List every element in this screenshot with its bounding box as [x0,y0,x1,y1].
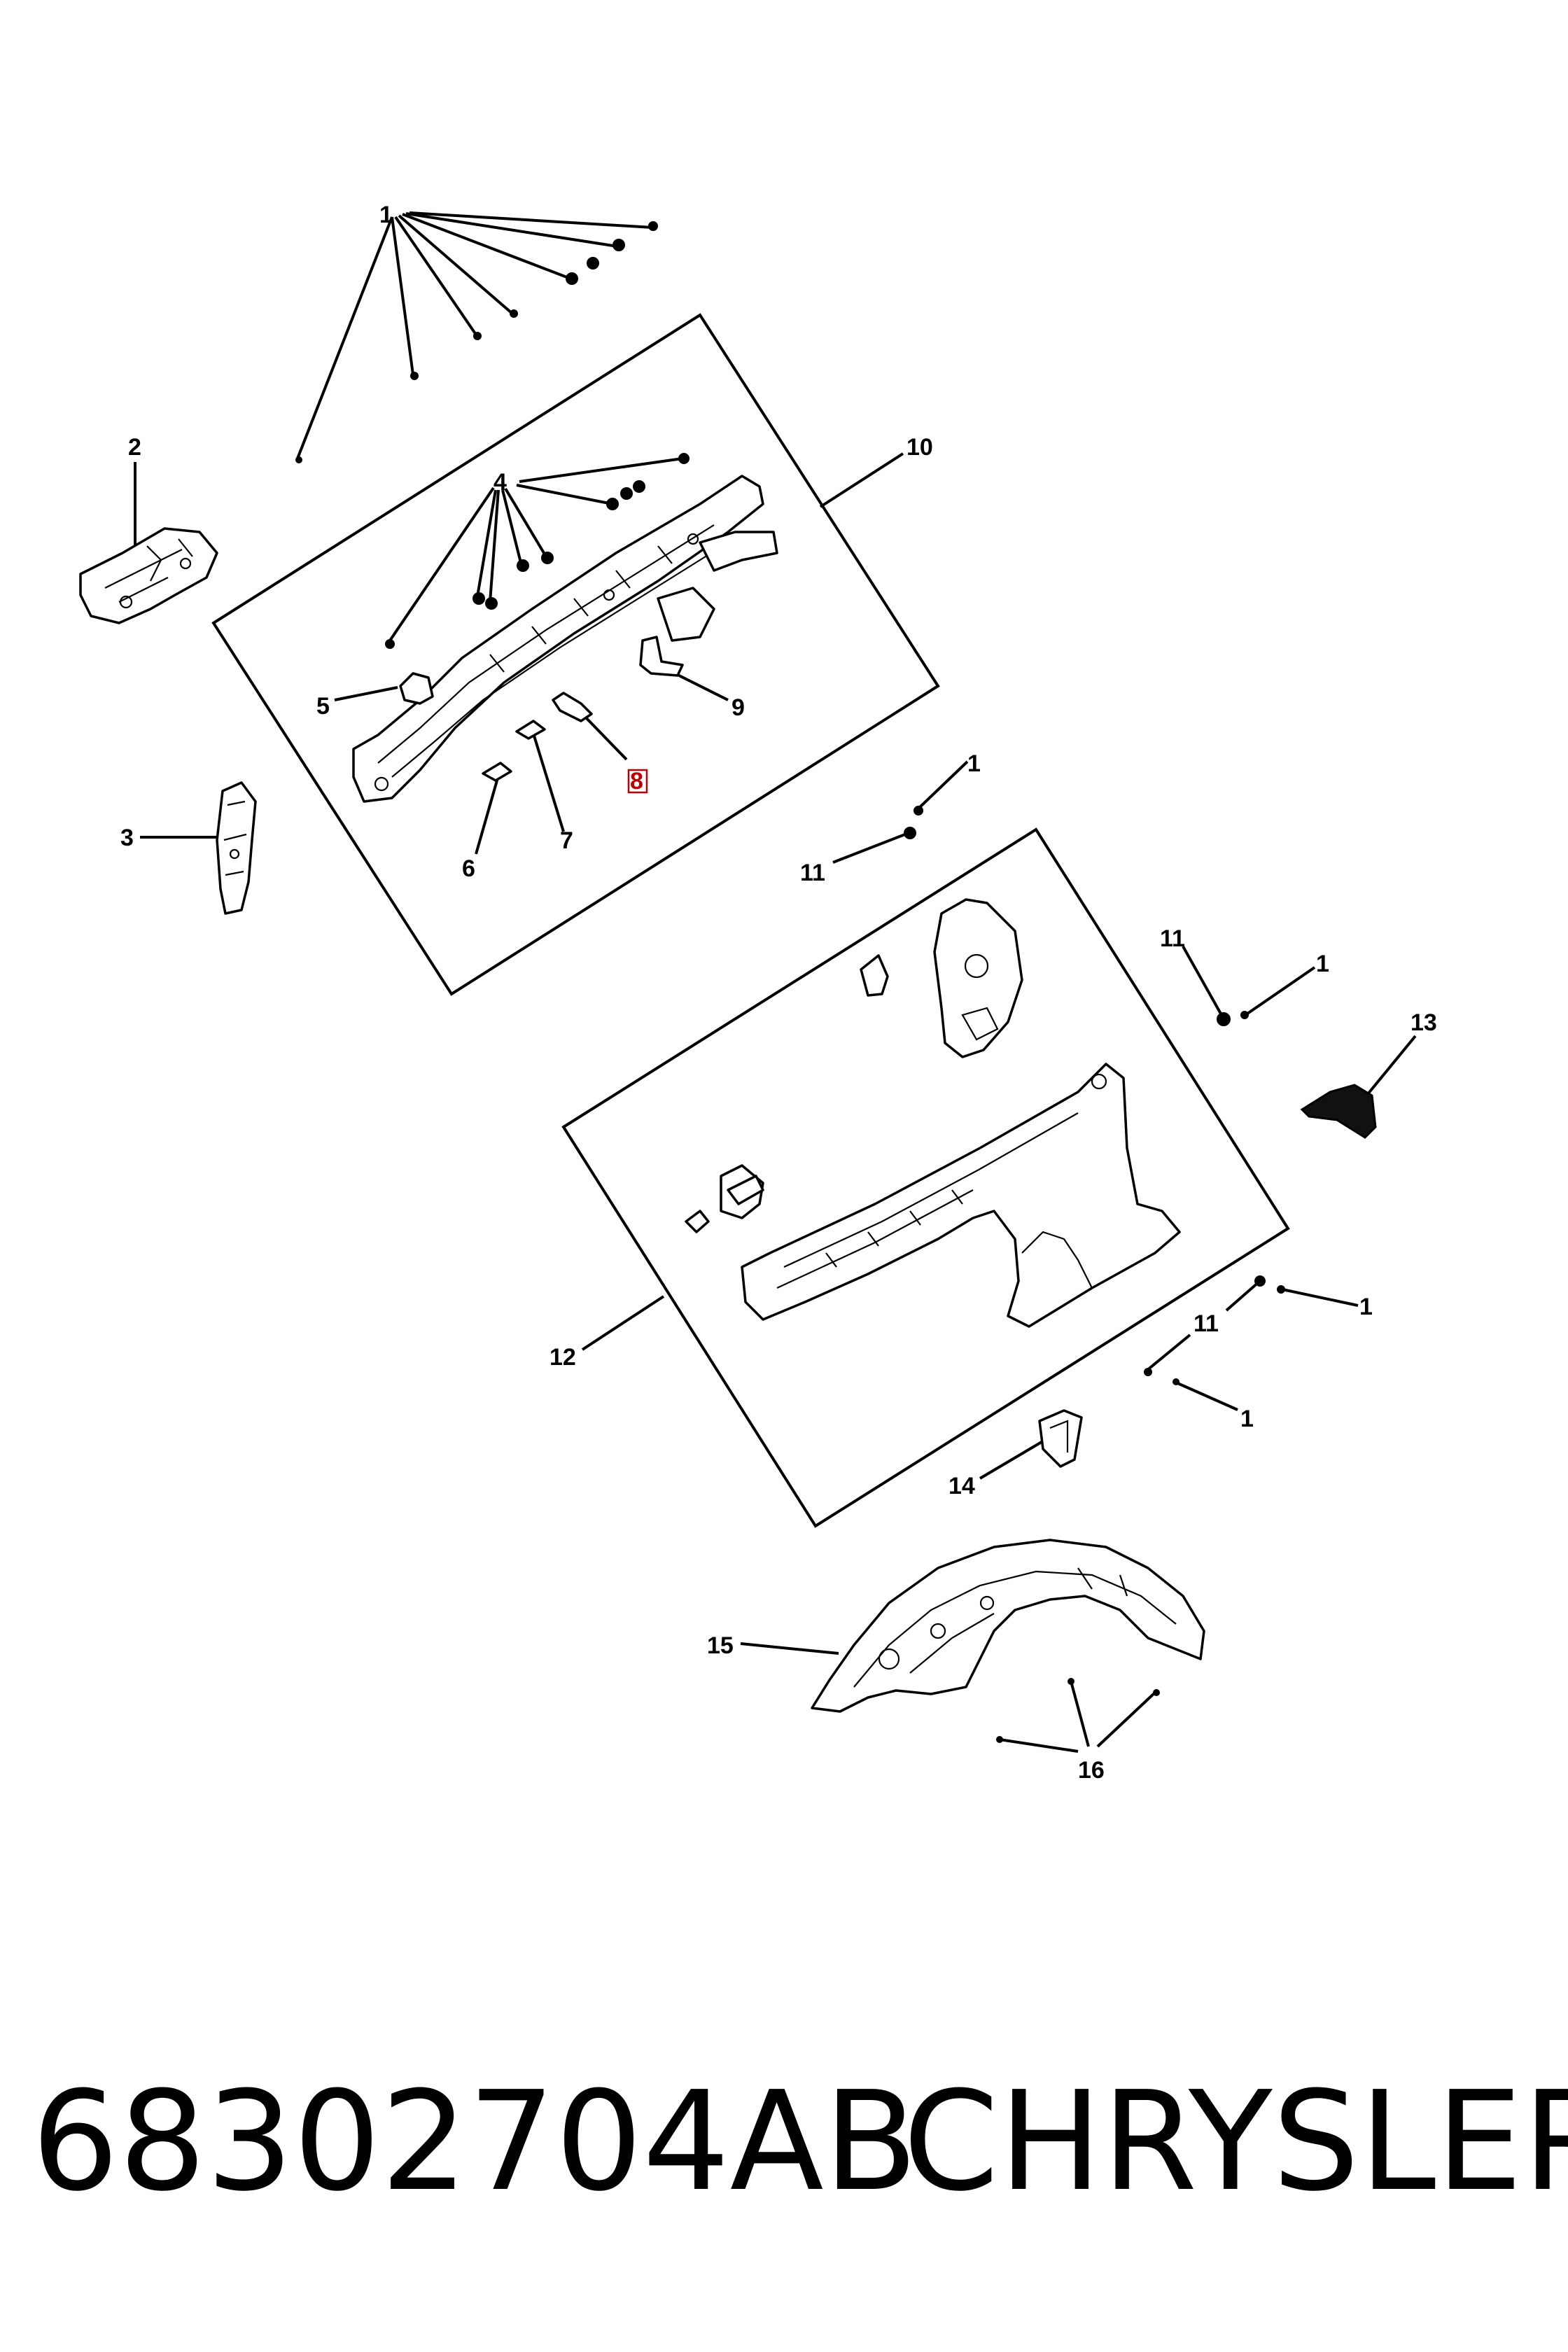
footer: 68302704AB CHRYSLER [0,2051,1568,2233]
callout-1-right: 1 [1316,951,1329,977]
callout-7: 7 [560,827,573,854]
part-9-bracket [639,636,684,677]
callout-4: 4 [493,469,507,496]
callout-1-top: 1 [379,202,393,228]
callout-8: 8 [630,768,643,794]
callout-10: 10 [906,434,933,461]
group-frame-12 [561,827,1290,1528]
callout-1-mid: 1 [967,750,981,777]
callout-3: 3 [120,825,134,851]
callout-5: 5 [316,693,330,720]
part-8-bracket [552,692,593,722]
part-7-plate [515,720,546,740]
part-12-wheelhouse-panel [685,898,1181,1328]
callout-labels: 1 2 3 4 5 6 7 8 9 10 1 11 11 1 13 12 1 1… [120,202,1437,1784]
brand-name: CHRYSLER [903,2062,1568,2222]
bolt-icon [385,453,690,649]
parts-diagram: 1 2 3 4 5 6 7 8 9 10 1 11 11 1 13 12 1 1… [79,202,1437,1784]
part-3-pillar-bracket [216,781,257,915]
screw-icon [295,221,658,463]
callout-9: 9 [732,694,745,721]
group-frame-10 [211,313,940,996]
leader-lines [134,211,1417,1753]
clip-icon [904,806,1285,1743]
part-5-bracket [399,672,434,705]
part-10-frame-rail [352,475,778,803]
callout-15: 15 [707,1632,734,1659]
callout-11-lower: 11 [1194,1310,1219,1337]
callout-1-lower-b: 1 [1240,1406,1254,1432]
callout-2: 2 [128,434,141,461]
callout-11-right: 11 [1160,925,1185,952]
callout-14: 14 [948,1473,975,1499]
callout-1-lower-a: 1 [1359,1294,1373,1320]
fasteners [295,221,1285,1743]
part-15-wheelhouse-liner [811,1539,1205,1713]
callout-11-mid: 11 [800,860,825,886]
callout-8-highlighted: 8 [627,768,648,794]
part-13-trim-piece [1300,1084,1377,1139]
callout-16: 16 [1078,1757,1105,1784]
callout-13: 13 [1410,1009,1437,1036]
part-14-bracket [1038,1409,1083,1468]
part-number: 68302704AB [31,2062,918,2222]
part-2-bracket [79,527,218,624]
callout-6: 6 [462,855,475,882]
callout-12: 12 [550,1344,576,1371]
part-6-plate [482,762,512,782]
